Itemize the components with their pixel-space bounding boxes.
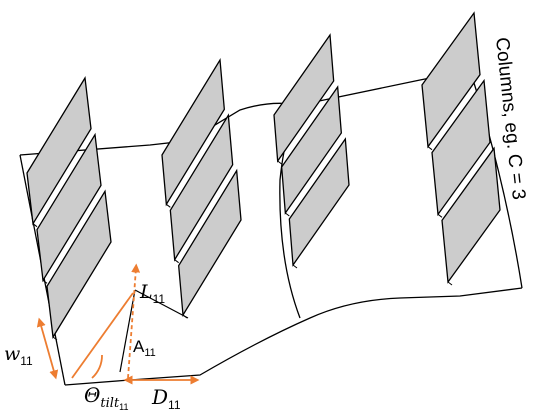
panel-edge [447,281,453,286]
footprint-left [119,289,136,373]
panel-edge [32,223,38,228]
panel-column-4 [421,11,501,286]
tilt-label: Θtilt11 [84,383,129,412]
panel-edge [437,213,443,218]
panel-edge [292,264,298,269]
solar-panel [441,146,501,284]
solar-panel [281,85,342,215]
panel-edge [277,160,282,165]
tilt-angle-arc [91,354,103,379]
panel-slope-line [71,292,134,379]
panel-edge [42,279,48,284]
solar-panel [421,11,481,149]
terrain-front-edge [64,287,523,386]
length-label: L11 [139,281,165,306]
panel-edge [285,212,290,217]
area-label: A11 [133,337,156,359]
solar-panel [273,33,335,163]
solar-panel [178,168,242,318]
panel-column-2 [161,57,242,319]
panel-edge [166,203,171,208]
width-arrow [36,317,59,380]
solar-panel [288,137,350,267]
solar-panel [169,113,234,262]
panel-edge [174,259,179,264]
solar-panel [431,78,491,217]
annotations [36,263,200,385]
row-footprint [119,289,189,373]
length-dashed-line [127,263,141,379]
footprint-back [134,289,189,319]
width-label: w11 [4,343,33,368]
panel-column-3 [273,33,350,269]
panel-edge [427,146,433,151]
solar-panel [26,76,92,226]
solar-panel [36,132,102,283]
panel-columns [26,11,501,341]
spacing-label: D11 [151,385,181,412]
panel-column-1 [26,76,112,341]
solar-panel [161,57,225,207]
